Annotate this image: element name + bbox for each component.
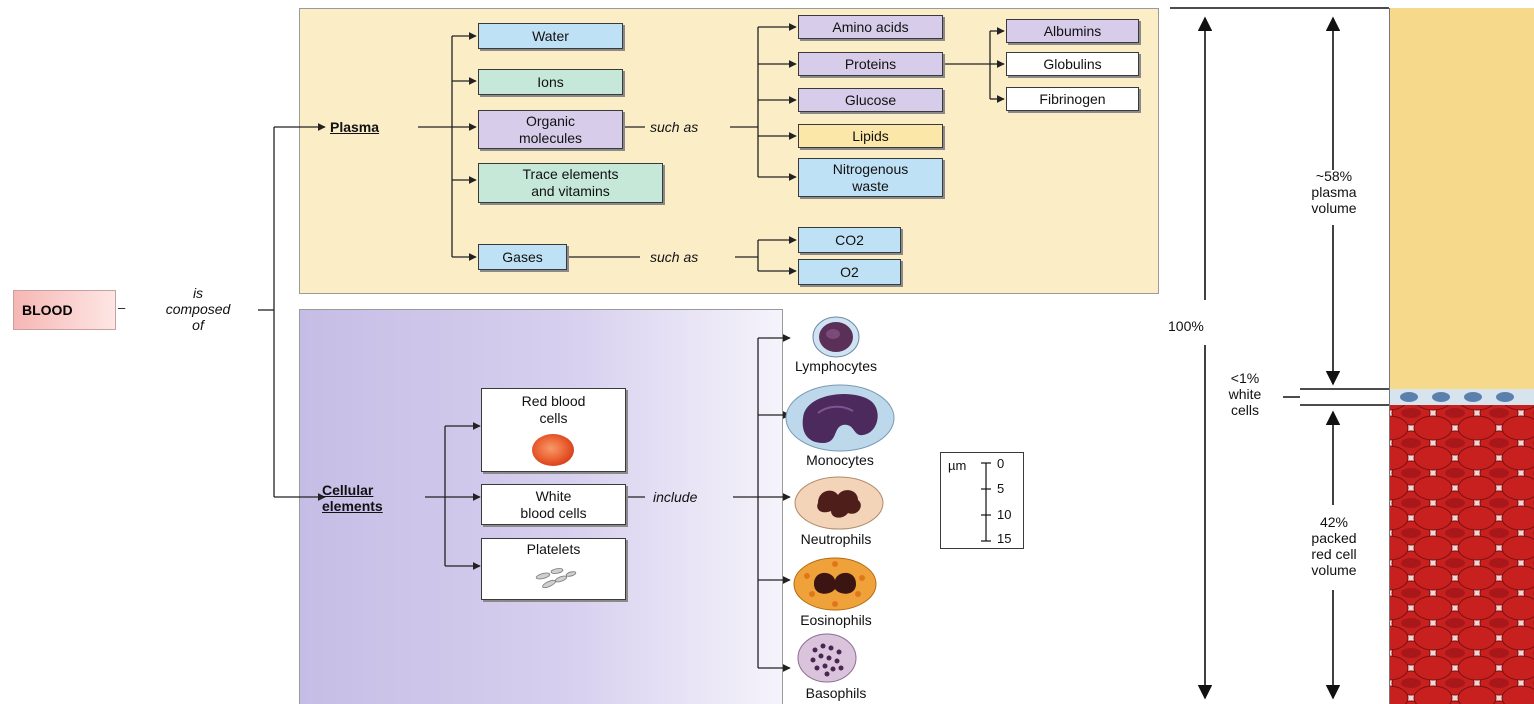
- lymphocyte-icon: [812, 316, 860, 358]
- scale-tick-0: 0: [997, 456, 1005, 471]
- white-blood-cells-box: White blood cells: [481, 484, 626, 525]
- fibrinogen-box: Fibrinogen: [1006, 87, 1139, 111]
- globulins-box: Globulins: [1006, 52, 1139, 76]
- lipids-box: Lipids: [798, 124, 943, 148]
- amino-acids-box: Amino acids: [798, 15, 943, 39]
- nitrogenous-waste-box: Nitrogenous waste: [798, 158, 943, 197]
- glucose-box: Glucose: [798, 88, 943, 112]
- lymphocytes-label: Lymphocytes: [795, 358, 877, 374]
- centrifuged-blood-tube: [1389, 8, 1534, 704]
- co2-box: CO2: [798, 227, 901, 253]
- eosinophil-icon: [793, 557, 877, 611]
- organic-such-as-label: such as: [650, 119, 699, 135]
- gases-box: Gases: [478, 244, 567, 270]
- basophil-icon: [797, 633, 857, 683]
- plasma-volume-label: ~58% plasma volume: [1311, 168, 1357, 216]
- ions-box: Ions: [478, 69, 623, 95]
- blood-connector-dash: –: [118, 300, 126, 315]
- proteins-box: Proteins: [798, 52, 943, 76]
- plasma-label: Plasma: [330, 119, 380, 135]
- eosinophils-label: Eosinophils: [800, 612, 872, 628]
- trace-elements-box: Trace elements and vitamins: [478, 163, 663, 203]
- white-cells-label: <1% white cells: [1228, 370, 1262, 418]
- scale-tick-10: 10: [997, 507, 1012, 522]
- blood-label: BLOOD: [13, 290, 116, 330]
- gases-such-as-label: such as: [650, 249, 699, 265]
- red-blood-cells-box: Red blood cells: [481, 388, 626, 472]
- platelets-icon: [535, 568, 577, 589]
- water-box: Water: [478, 23, 623, 49]
- red-blood-cells-label: Red blood cells: [521, 393, 586, 426]
- scale-ruler: [981, 462, 991, 542]
- albumins-box: Albumins: [1006, 19, 1139, 43]
- total-percent-label: 100%: [1168, 318, 1204, 334]
- o2-box: O2: [798, 259, 901, 285]
- is-composed-of-label: is composed of: [165, 285, 231, 333]
- scale-tick-15: 15: [997, 531, 1012, 546]
- platelets-label: Platelets: [526, 541, 581, 557]
- monocyte-icon: [785, 384, 895, 452]
- red-blood-cell-icon: [532, 434, 574, 466]
- packed-red-cell-label: 42% packed red cell volume: [1311, 514, 1357, 578]
- basophils-label: Basophils: [805, 685, 867, 701]
- platelets-box: Platelets: [481, 538, 626, 600]
- scale-tick-5: 5: [997, 481, 1005, 496]
- o2-label: O2: [840, 263, 859, 280]
- micrometer-scale: µm 0 5 10 15: [940, 452, 1024, 549]
- scale-unit-label: µm: [948, 458, 967, 473]
- cellular-elements-label: Cellular elements: [322, 482, 383, 514]
- include-label: include: [653, 489, 698, 505]
- organic-molecules-box: Organic molecules: [478, 110, 623, 149]
- monocytes-label: Monocytes: [806, 452, 874, 468]
- co2-label: CO2: [835, 231, 864, 248]
- neutrophil-icon: [794, 476, 884, 530]
- neutrophils-label: Neutrophils: [800, 531, 872, 547]
